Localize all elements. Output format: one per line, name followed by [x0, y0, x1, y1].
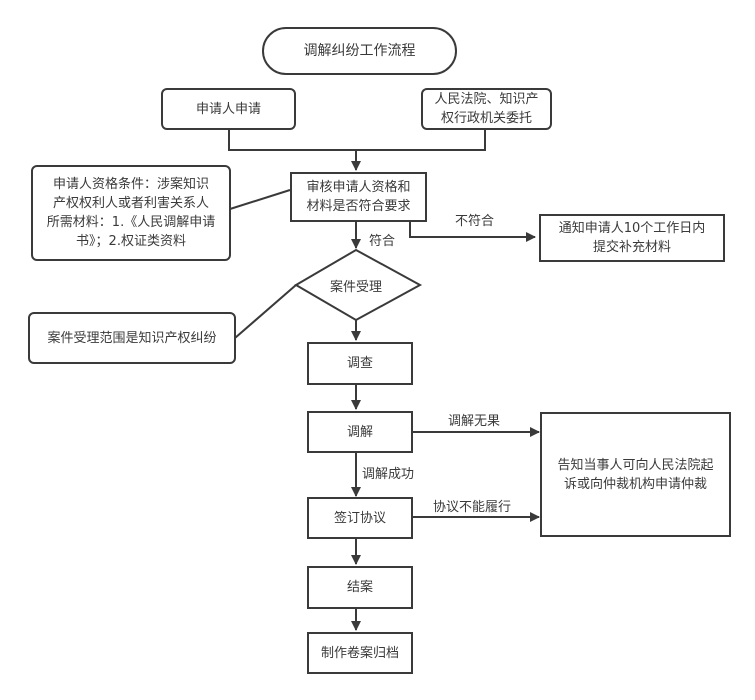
node-investigate-text: 调查 [347, 354, 373, 373]
node-review-line2: 材料是否符合要求 [306, 197, 410, 216]
node-accept-case: 案件受理 [326, 276, 386, 295]
note-connector-qualification [230, 190, 290, 209]
node-notify-line2: 提交补充材料 [593, 238, 671, 257]
node-inform-line1: 告知当事人可向人民法院起 [557, 456, 713, 475]
node-sign-agreement: 签订协议 [307, 497, 413, 539]
node-notify-supplement: 通知申请人10个工作日内 提交补充材料 [539, 214, 725, 262]
node-mediate-text: 调解 [347, 423, 373, 442]
note-scope-text: 案件受理范围是知识产权纠纷 [47, 329, 216, 348]
node-sign-agreement-text: 签订协议 [334, 509, 386, 528]
label-not-compliant: 不符合 [455, 210, 494, 229]
label-agreement-unfulfilled: 协议不能履行 [433, 496, 511, 515]
node-inform-line2: 诉或向仲裁机构申请仲裁 [564, 475, 707, 494]
note-qualification-line1: 申请人资格条件：涉案知识 [53, 175, 209, 194]
node-archive-text: 制作卷案归档 [321, 644, 399, 663]
note-qualification-line2: 产权权利人或者利害关系人 [53, 194, 209, 213]
node-close-case: 结案 [307, 566, 413, 609]
node-inform-parties: 告知当事人可向人民法院起 诉或向仲裁机构申请仲裁 [540, 412, 731, 537]
label-mediation-success: 调解成功 [362, 463, 414, 482]
note-qualification: 申请人资格条件：涉案知识 产权权利人或者利害关系人 所需材料：1.《人民调解申请… [31, 165, 231, 261]
node-archive: 制作卷案归档 [307, 632, 413, 674]
node-notify-line1: 通知申请人10个工作日内 [559, 219, 706, 238]
node-court-entrust: 人民法院、知识产 权行政机关委托 [421, 88, 552, 130]
note-connector-scope [235, 285, 296, 338]
note-qualification-line3: 所需材料：1.《人民调解申请 [47, 213, 215, 232]
node-close-case-text: 结案 [347, 578, 373, 597]
note-scope: 案件受理范围是知识产权纠纷 [28, 312, 236, 364]
flow-title-text: 调解纠纷工作流程 [304, 42, 416, 61]
node-court-entrust-line2: 权行政机关委托 [441, 109, 532, 128]
node-mediate: 调解 [307, 411, 413, 453]
node-court-entrust-line1: 人民法院、知识产 [434, 90, 538, 109]
label-compliant: 符合 [369, 230, 395, 249]
node-investigate: 调查 [307, 342, 413, 385]
node-applicant-apply-text: 申请人申请 [196, 100, 261, 119]
node-review-line1: 审核申请人资格和 [306, 178, 410, 197]
label-mediation-failed: 调解无果 [448, 410, 500, 429]
flow-title: 调解纠纷工作流程 [262, 27, 457, 75]
note-qualification-line4: 书》；2.权证类资料 [76, 232, 186, 251]
node-review: 审核申请人资格和 材料是否符合要求 [290, 172, 427, 222]
edge-applicant-merge [229, 129, 485, 150]
node-applicant-apply: 申请人申请 [161, 88, 296, 130]
